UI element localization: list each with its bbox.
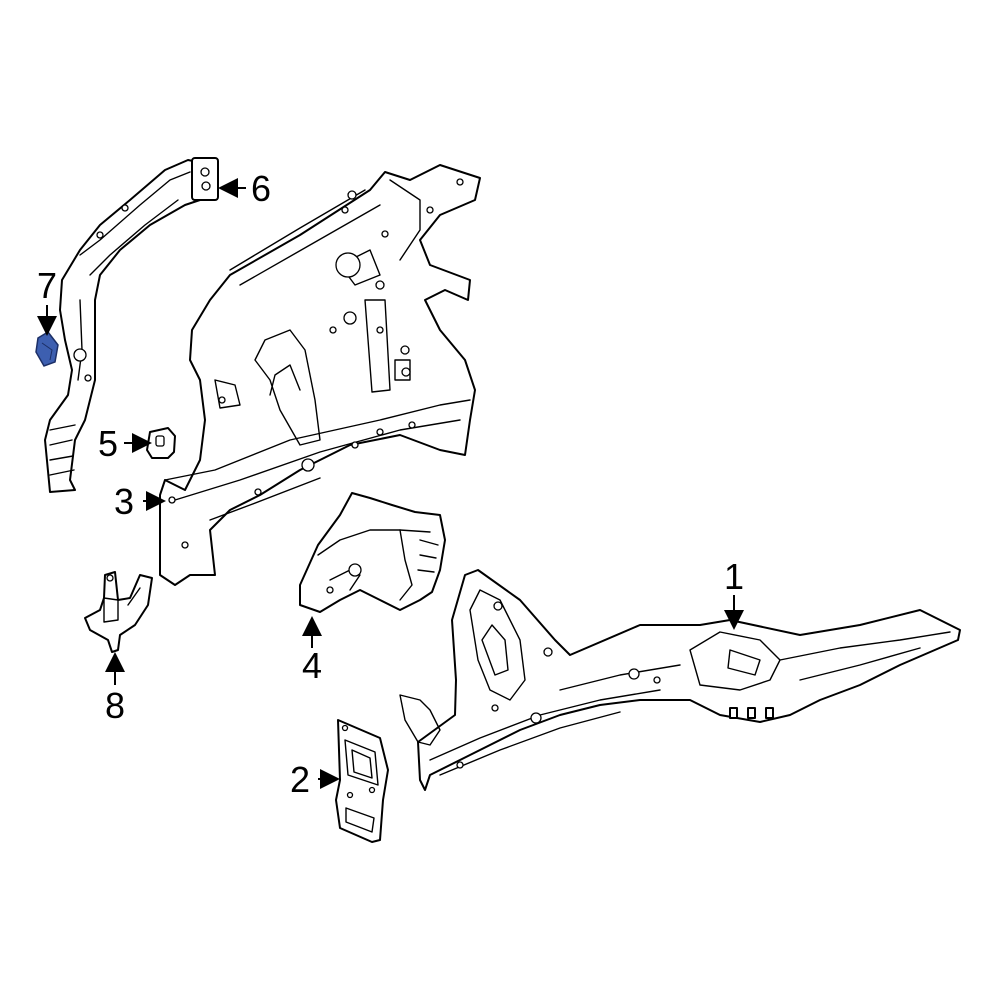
- callout-6[interactable]: 6: [251, 168, 271, 209]
- callout-7[interactable]: 7: [37, 265, 57, 306]
- part-7-bracket-highlighted[interactable]: [35, 331, 59, 367]
- part-1-side-member[interactable]: [399, 569, 961, 791]
- part-2-mounting-plate[interactable]: [335, 719, 389, 843]
- part-3-apron-assembly[interactable]: [159, 164, 481, 586]
- callout-8[interactable]: 8: [105, 685, 125, 726]
- part-8-brace[interactable]: [84, 571, 153, 653]
- callout-1[interactable]: 1: [724, 556, 744, 597]
- callout-leaders: [37, 178, 744, 789]
- callout-5[interactable]: 5: [98, 423, 118, 464]
- part-5-bracket[interactable]: [146, 427, 176, 459]
- part-6-pillar-reinforcement[interactable]: [44, 157, 219, 493]
- part-4-inner-fender[interactable]: [299, 492, 446, 613]
- callout-3[interactable]: 3: [114, 481, 134, 522]
- callout-2[interactable]: 2: [290, 759, 310, 800]
- callout-labels: 1 2 3 4 5 6 7 8: [37, 168, 744, 800]
- callout-4[interactable]: 4: [302, 645, 322, 686]
